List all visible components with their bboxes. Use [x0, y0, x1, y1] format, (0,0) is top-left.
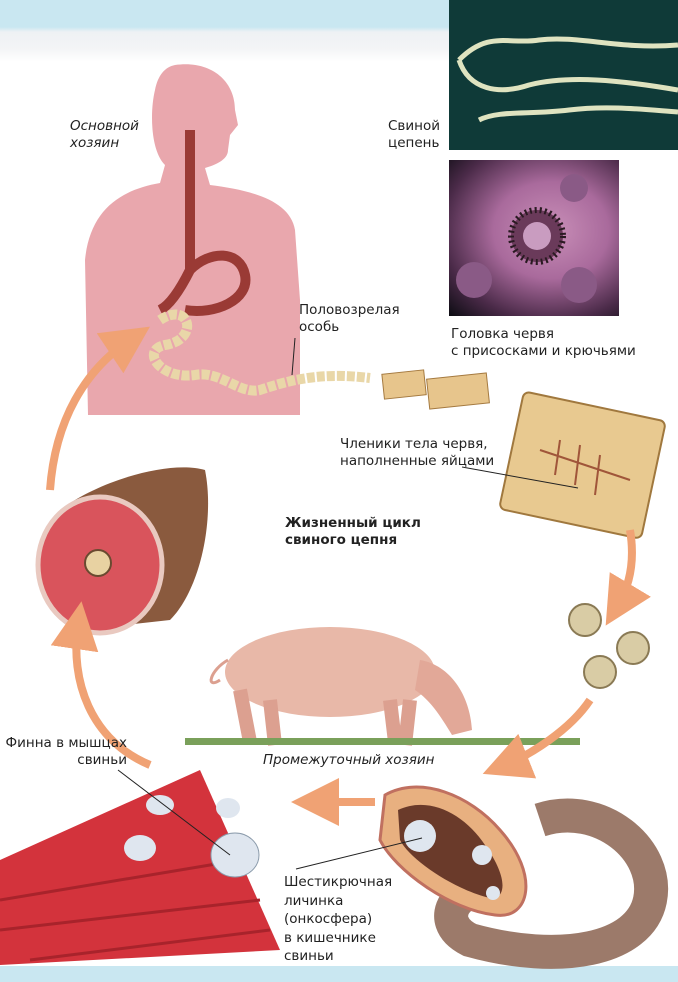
proglottid-pointer	[461, 466, 579, 489]
eggs	[568, 603, 650, 689]
label-line: свиньи	[284, 948, 334, 964]
egg-filled-proglottid	[499, 391, 666, 539]
label-worm-head: Головка червя с присосками и крючьями	[451, 326, 636, 360]
cycle-arrows	[46, 326, 651, 826]
pig-muscle	[0, 770, 280, 965]
pork-ham	[35, 467, 209, 636]
label-line: с присосками и крючьями	[451, 343, 636, 359]
label-intermediate-host: Промежуточный хозяин	[263, 752, 435, 768]
scolex-image	[456, 174, 597, 303]
title-line: свиного цепня	[285, 532, 398, 548]
label-line: Основной	[70, 118, 139, 134]
label-oncosphere: Шестикрючная личинка (онкосфера) в кишеч…	[284, 873, 392, 966]
arrow-eggs-to-pig	[482, 697, 594, 779]
label-proglottids: Членики тела червя, наполненные яйцами	[340, 436, 494, 470]
pig	[209, 627, 472, 746]
adult-tapeworm	[148, 309, 371, 396]
label-line: наполненные яйцами	[340, 453, 495, 469]
label-line: свиньи	[77, 752, 127, 768]
diagram-title: Жизненный цикл свиного цепня	[285, 515, 421, 549]
pig-intestine	[378, 785, 669, 969]
oncosphere-pointer	[295, 837, 423, 870]
grass	[185, 738, 580, 745]
label-line: в кишечнике	[284, 929, 376, 946]
adult-worm-pointer	[291, 337, 296, 376]
arrow-muscle-to-ham	[50, 601, 152, 769]
label-line: Головка червя	[451, 326, 554, 342]
label-line: особь	[299, 319, 340, 335]
label-line: цепень	[388, 135, 440, 151]
worm-head-photo	[449, 160, 619, 316]
tapeworm-image	[456, 36, 678, 123]
cysticercus-pointer	[117, 769, 231, 856]
label-line: Свиной	[388, 118, 441, 134]
label-line: Членики тела червя,	[340, 436, 488, 452]
human-silhouette	[85, 64, 300, 415]
label-line: Шестикрючная	[284, 874, 393, 890]
label-adult-worm: Половозрелая особь	[299, 302, 400, 336]
label-line: личинка	[284, 892, 344, 909]
label-line: Половозрелая	[299, 302, 400, 318]
label-line: хозяин	[70, 135, 120, 151]
label-line: Финна в мышцах	[5, 735, 127, 751]
arrow-ham-to-human	[46, 326, 150, 491]
proglottid-segments	[381, 369, 490, 410]
label-pork-tapeworm: Свиной цепень	[388, 118, 440, 152]
label-definitive-host: Основной хозяин	[70, 118, 139, 152]
tapeworm-photo	[449, 0, 678, 150]
bottom-band	[0, 966, 678, 982]
label-cysticercus: Финна в мышцах свиньи	[0, 735, 127, 769]
label-line: (онкосфера)	[284, 911, 373, 927]
arrow-proglottid-to-eggs	[605, 529, 651, 626]
title-line: Жизненный цикл	[285, 515, 421, 531]
